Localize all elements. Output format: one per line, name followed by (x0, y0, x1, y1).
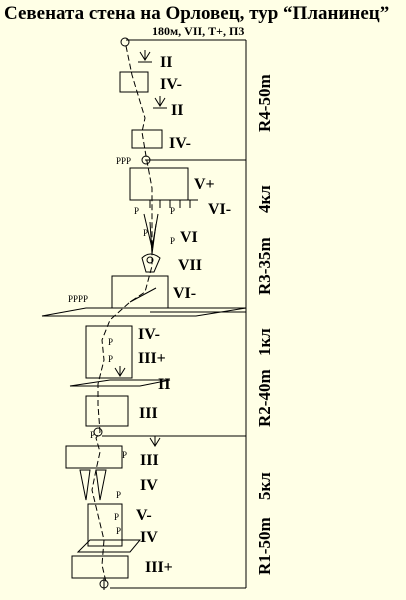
rock-block (85, 395, 129, 427)
anchor-label-r1: 5кл (255, 472, 274, 500)
rock-block (85, 325, 133, 379)
diagonal-crack (129, 287, 157, 303)
route-summary: 180м, VII, Т+, П3 (152, 24, 244, 38)
ledge (69, 379, 171, 387)
piton-marker: P (134, 206, 139, 216)
grade-label: VI- (173, 285, 196, 302)
grade-label: IV (140, 529, 158, 546)
piton-marker: P (116, 526, 121, 536)
grade-label: V+ (194, 176, 215, 193)
grade-label: III+ (138, 350, 166, 367)
anchor-label-r3: 4кл (255, 185, 274, 213)
rock-block (119, 71, 149, 93)
grade-label: VI (180, 229, 198, 246)
piton-marker: PPP (116, 156, 131, 166)
flake-feature (95, 469, 107, 501)
arrow-down-icon (153, 96, 167, 109)
arrow-down-icon (138, 50, 152, 63)
grade-label: IV- (169, 135, 191, 152)
belay-anchor-top (120, 37, 130, 47)
grade-label: IV (140, 477, 158, 494)
pitch-label-r4: R4-50m (255, 74, 274, 132)
belay-anchor-r4 (141, 155, 151, 165)
pitch-label-r1: R1-50m (255, 517, 274, 575)
overhang-block (129, 167, 189, 201)
grade-label: III+ (145, 559, 173, 576)
piton-marker: P (143, 228, 148, 238)
rock-block (131, 129, 163, 149)
bulge-feature (141, 253, 161, 273)
grade-label: IV- (160, 76, 182, 93)
rock-block (71, 555, 129, 579)
grade-label: II (160, 54, 172, 71)
ledge (41, 307, 247, 317)
pitch-label-r2: R2-40m (255, 369, 274, 427)
rock-block (111, 275, 169, 309)
grade-label: III (140, 452, 159, 469)
arrow-down-icon (149, 436, 161, 447)
ledge (76, 539, 142, 553)
route-title: Севената стена на Орловец, тур “Планинец… (4, 3, 389, 24)
piton-marker: P (122, 450, 127, 460)
grade-label: VII (178, 257, 202, 274)
piton-ring (146, 256, 154, 264)
grade-label: V- (136, 507, 152, 524)
piton-marker: PPPP (68, 294, 88, 304)
rock-block (87, 503, 123, 547)
grade-label: IV- (138, 326, 160, 343)
flake-feature (79, 469, 91, 501)
belay-anchor-r2 (93, 427, 103, 437)
anchor-label-r2: 1кл (255, 328, 274, 356)
rock-block (65, 445, 123, 469)
piton-marker: P (90, 430, 95, 440)
grade-label: II (158, 376, 170, 393)
pitch-label-r3: R3-35m (255, 237, 274, 295)
crack-feature (149, 221, 157, 255)
piton-marker: P (114, 512, 119, 522)
piton-marker: P (116, 490, 121, 500)
grade-label: III (139, 405, 158, 422)
piton-marker: P (170, 206, 175, 216)
route-line (91, 45, 153, 583)
grade-label: II (171, 102, 183, 119)
arrow-down-icon (113, 366, 127, 379)
piton-marker: P (108, 337, 113, 347)
grade-label: VI- (208, 201, 231, 218)
piton-marker: P (170, 236, 175, 246)
piton-marker: P (108, 354, 113, 364)
